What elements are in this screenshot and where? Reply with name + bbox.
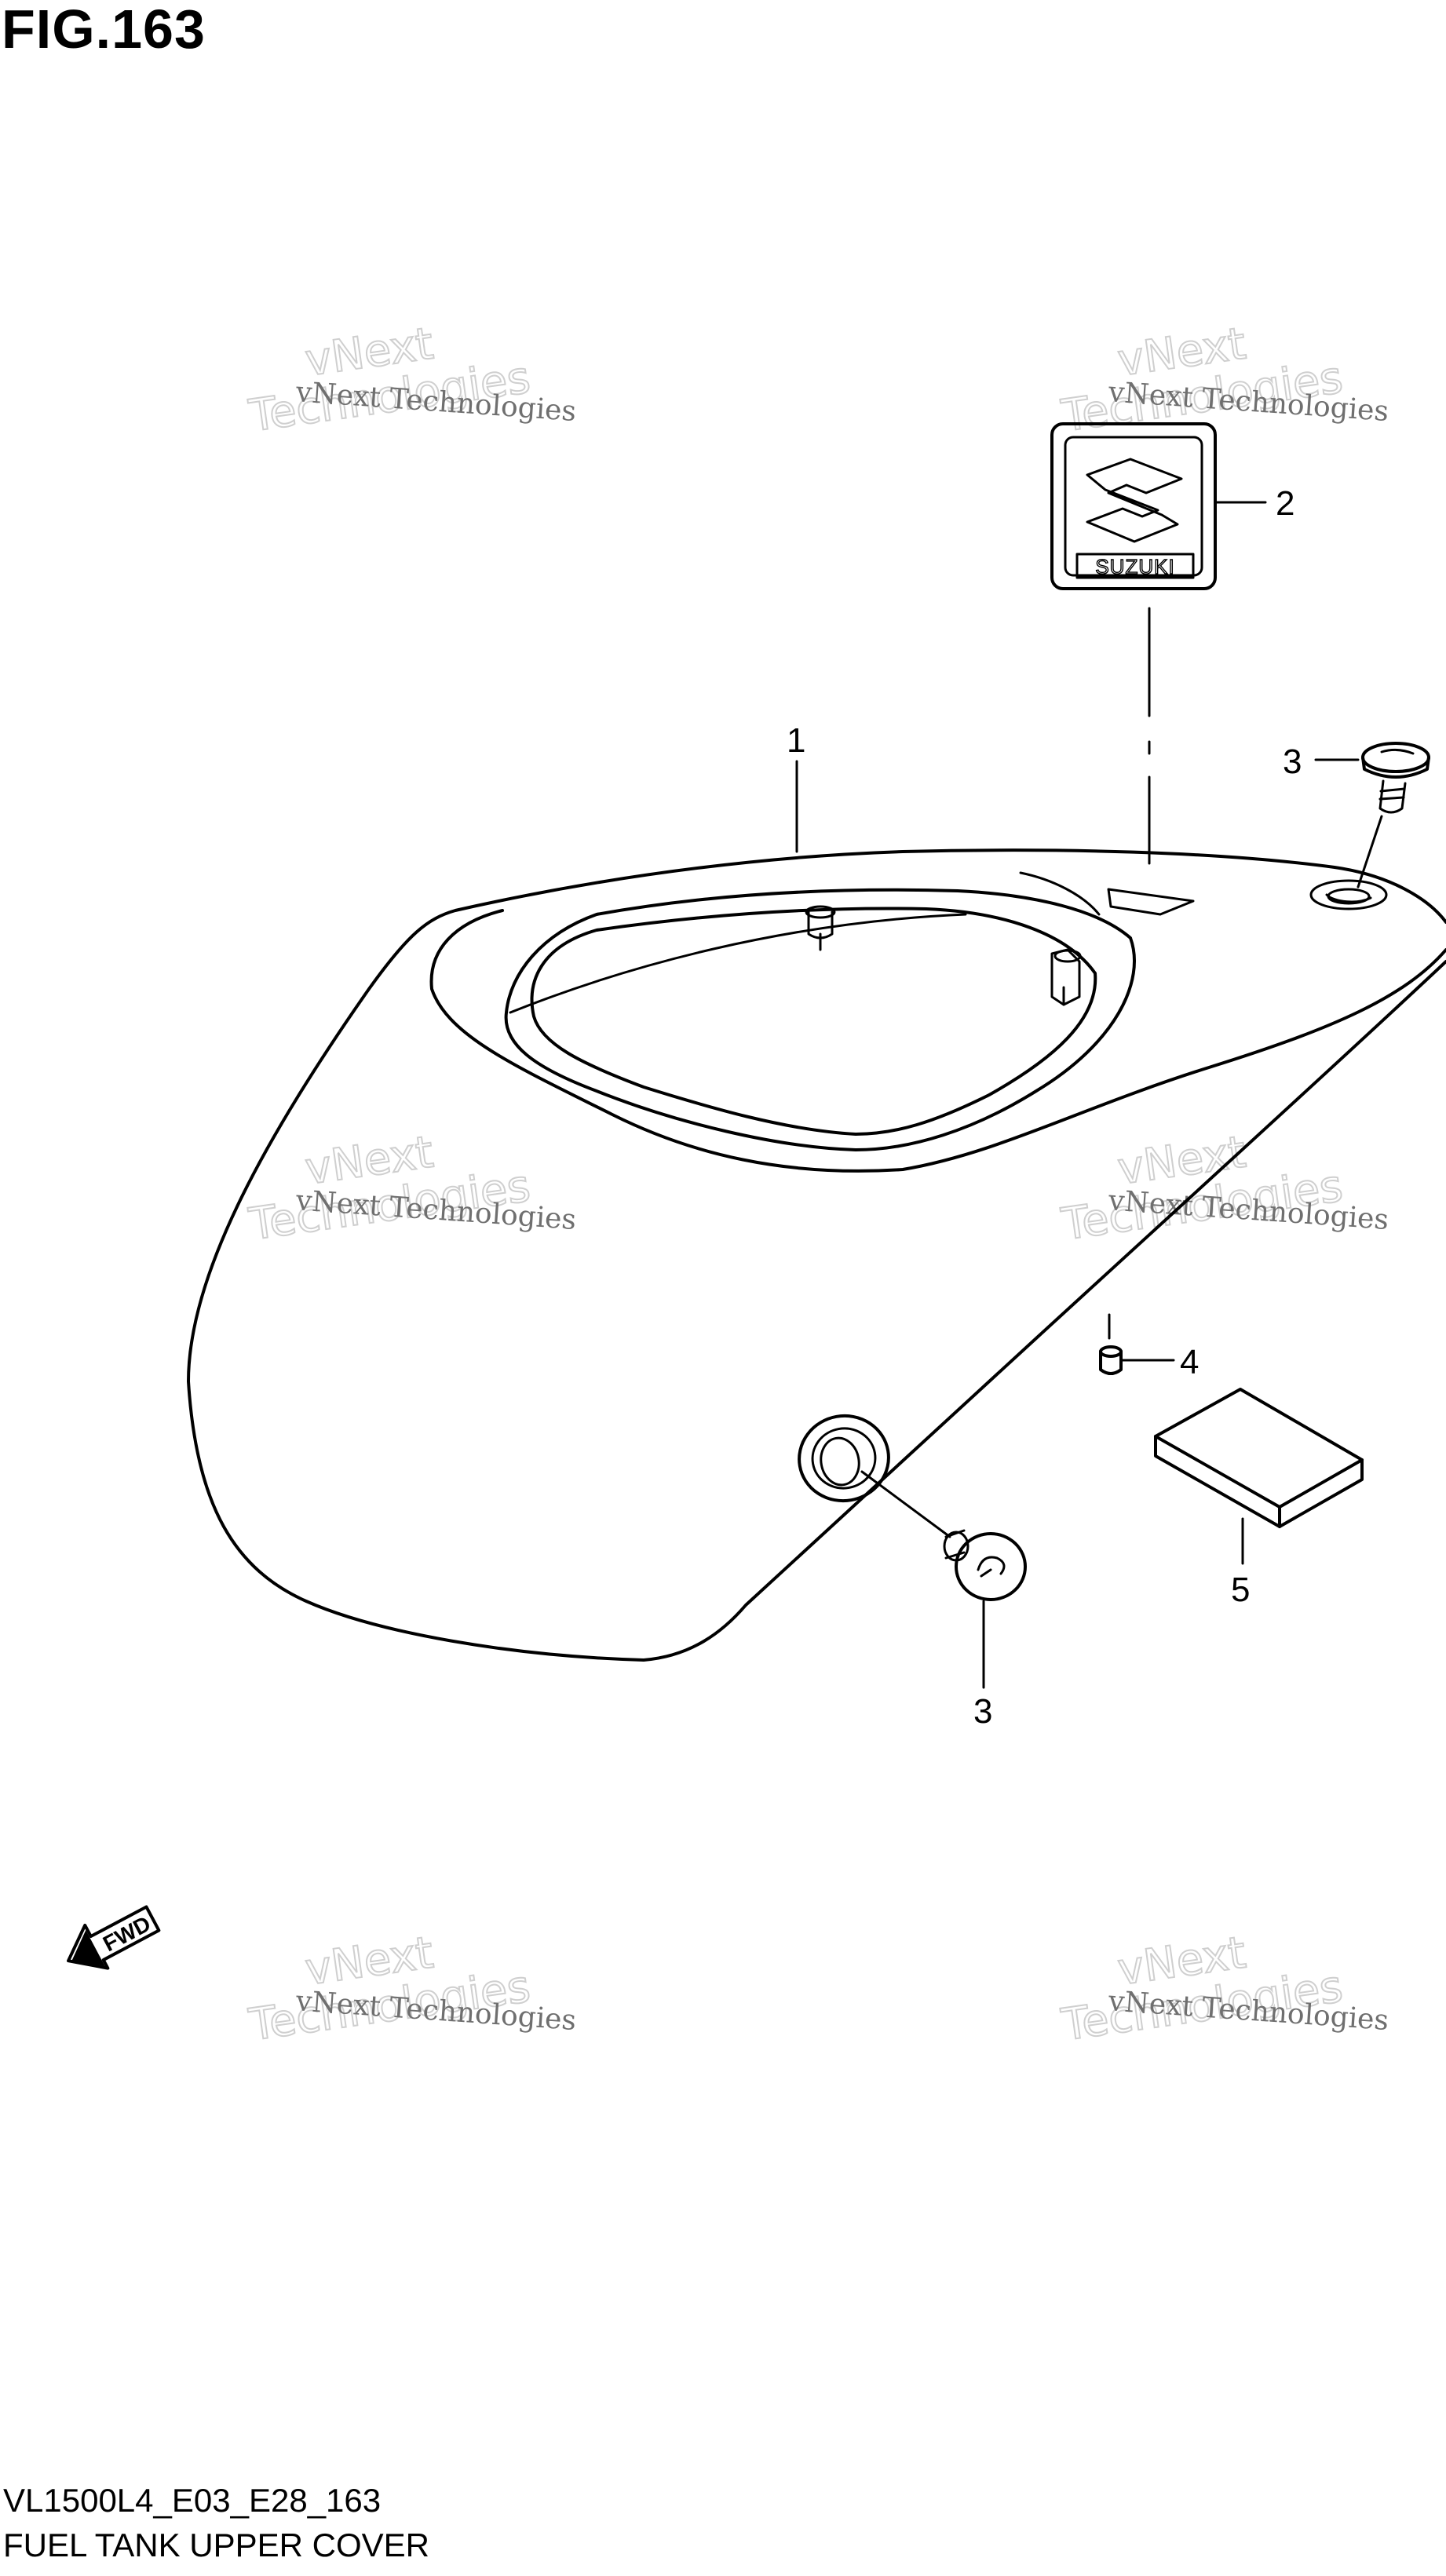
diagram-code: VL1500L4_E03_E28_163 bbox=[3, 2482, 382, 2519]
mounting-boss-top bbox=[805, 905, 836, 951]
cover-window-lip bbox=[1019, 871, 1101, 916]
callout-5: 5 bbox=[1231, 1571, 1250, 1609]
emblem-text: SUZUKI bbox=[1095, 555, 1174, 578]
emblem-outer-frame bbox=[1050, 422, 1217, 590]
watermark-4: Technologies vNext vNext Technologies bbox=[1057, 1126, 1389, 1251]
part-2-emblem[interactable]: SUZUKI bbox=[1050, 422, 1217, 590]
cover-inner-rim bbox=[429, 909, 1446, 1173]
emblem-recess bbox=[1107, 888, 1195, 916]
part-3-screw-bottom[interactable] bbox=[943, 1529, 1027, 1601]
cover-window-outer bbox=[504, 888, 1136, 1151]
emblem-s-logo bbox=[1086, 458, 1183, 543]
cover-window-inner bbox=[530, 907, 1097, 1136]
watermark-2: Technologies vNext vNext Technologies bbox=[1057, 317, 1389, 443]
emblem-inner-frame bbox=[1064, 436, 1203, 577]
cover-outline bbox=[187, 848, 1446, 1662]
fwd-arrow-icon: FWD bbox=[67, 1905, 161, 1970]
leader-lines bbox=[795, 501, 1383, 1689]
watermark-3: Technologies vNext vNext Technologies bbox=[245, 1126, 577, 1251]
emblem-nameplate bbox=[1075, 553, 1195, 579]
callout-2: 2 bbox=[1276, 484, 1294, 523]
cover-window-floor-line bbox=[509, 913, 967, 1014]
grommet-hole bbox=[798, 1414, 890, 1503]
diagram-name: FUEL TANK UPPER COVER bbox=[3, 2527, 430, 2563]
part-5-pad[interactable] bbox=[1154, 1388, 1364, 1528]
watermark-5: Technologies vNext vNext Technologies bbox=[245, 1926, 577, 2052]
callout-3-bottom: 3 bbox=[973, 1692, 992, 1731]
callout-1: 1 bbox=[787, 721, 805, 760]
part-3-screw-top[interactable] bbox=[1361, 742, 1430, 814]
figure-title: FIG.163 bbox=[2, 0, 206, 60]
part-4-clip[interactable] bbox=[1099, 1345, 1123, 1375]
watermark-6: Technologies vNext vNext Technologies bbox=[1057, 1926, 1389, 2052]
callout-4: 4 bbox=[1180, 1343, 1199, 1381]
watermark-1: Technologies vNext vNext Technologies bbox=[245, 317, 577, 443]
screw-hole-right bbox=[1309, 879, 1388, 910]
callout-3-top: 3 bbox=[1283, 743, 1302, 781]
part-1-cover[interactable] bbox=[187, 848, 1446, 1662]
mounting-boss-right bbox=[1050, 948, 1082, 1006]
